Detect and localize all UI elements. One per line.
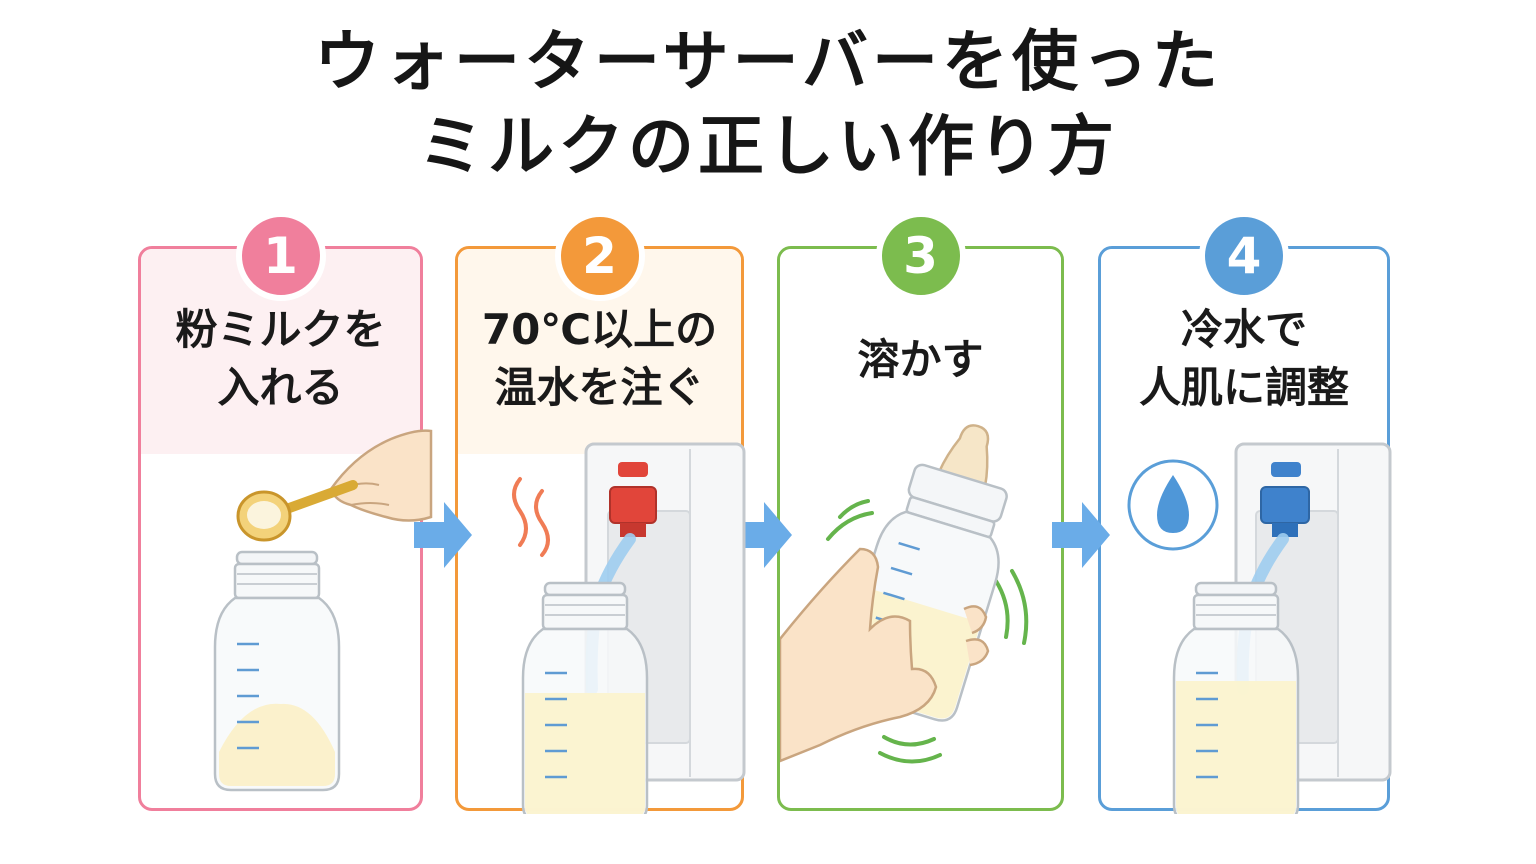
step-number-badge: 1 bbox=[235, 211, 326, 301]
baby-bottle-jar-icon bbox=[213, 550, 341, 792]
step-title: 粉ミルクを 入れる bbox=[141, 301, 420, 417]
step-title-line1: 粉ミルクを bbox=[175, 305, 386, 354]
step-card-2: 2 70℃以上の 温水を注ぐ bbox=[455, 211, 746, 814]
milk-powder-icon bbox=[219, 703, 335, 786]
measuring-spoon-icon bbox=[236, 480, 358, 542]
steam-icon bbox=[512, 477, 550, 557]
step-title-line2: 温水を注ぐ bbox=[494, 363, 705, 412]
step-arrow-1 bbox=[414, 502, 472, 568]
cold-water-tap-icon bbox=[1260, 462, 1310, 537]
hand-icon bbox=[329, 429, 433, 522]
step-card-3: 3 溶かす bbox=[777, 211, 1064, 811]
hot-water-tap-icon bbox=[609, 462, 657, 537]
step-title-line2: 人肌に調整 bbox=[1138, 363, 1349, 412]
page-title: ウォーターサーバーを使った bbox=[313, 23, 1223, 100]
step-title: 70℃以上の 温水を注ぐ bbox=[458, 301, 741, 417]
step-title: 冷水で 人肌に調整 bbox=[1101, 301, 1387, 417]
step-title-line2: 入れる bbox=[217, 363, 344, 412]
step-arrow-3 bbox=[1052, 502, 1110, 568]
step-title-line1: 溶かす bbox=[857, 335, 984, 384]
baby-bottle-jar-icon bbox=[1172, 581, 1300, 814]
page-subtitle: ミルクの正しい作り方 bbox=[418, 108, 1118, 185]
hand-icon bbox=[780, 547, 990, 763]
step4-illustration bbox=[1127, 442, 1392, 814]
step-arrow-2 bbox=[734, 502, 792, 568]
step3-illustration bbox=[780, 424, 1029, 764]
step-title-line1: 70℃以上の bbox=[481, 305, 718, 354]
step-card-4: 4 冷水で 人肌に調整 bbox=[1098, 211, 1392, 814]
baby-bottle-jar-icon bbox=[521, 581, 649, 814]
step-number-badge: 2 bbox=[554, 211, 645, 301]
step-card-1: 1 粉ミルクを 入れる bbox=[138, 211, 433, 811]
step-title: 溶かす bbox=[780, 331, 1061, 389]
step1-illustration bbox=[213, 429, 433, 792]
step-title-line1: 冷水で bbox=[1180, 305, 1307, 354]
shake-lines-icon bbox=[826, 499, 1029, 764]
step-number-badge: 3 bbox=[875, 211, 966, 301]
water-drop-icon bbox=[1127, 459, 1219, 551]
step-number-badge: 4 bbox=[1199, 211, 1289, 301]
step2-illustration bbox=[512, 442, 746, 814]
